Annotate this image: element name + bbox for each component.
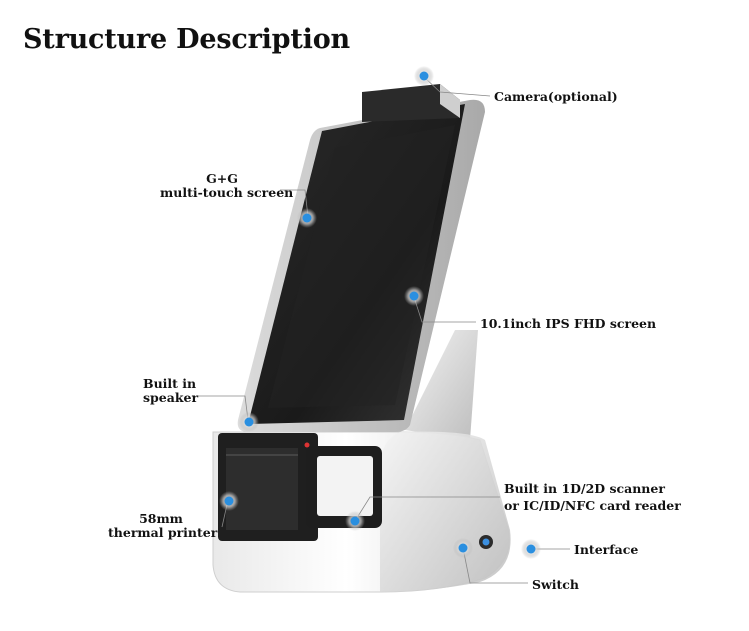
label-interface: Interface — [574, 542, 639, 557]
label-touch-line1: G+G — [206, 171, 238, 186]
leader-lines — [196, 76, 570, 584]
label-touch-line2: multi-touch screen — [160, 185, 294, 200]
label-speaker-line1: Built in — [143, 376, 197, 391]
label-printer-line2: thermal printer — [108, 525, 218, 540]
marker-scanner-icon — [345, 511, 365, 531]
label-switch: Switch — [532, 577, 580, 592]
label-printer: 58mm thermal printer — [108, 511, 218, 540]
marker-camera-icon — [414, 66, 434, 86]
stand — [405, 330, 478, 440]
printer — [218, 433, 318, 541]
label-screen: 10.1inch IPS FHD screen — [480, 316, 657, 331]
scanner — [306, 446, 382, 528]
marker-touch-icon — [297, 208, 317, 228]
camera — [362, 84, 460, 122]
label-speaker-line2: speaker — [143, 390, 199, 405]
marker-switch-icon — [453, 538, 473, 558]
marker-interface-icon — [521, 539, 541, 559]
label-scanner-line1: Built in 1D/2D scanner — [504, 481, 665, 496]
label-scanner: Built in 1D/2D scanner or IC/ID/NFC card… — [504, 482, 681, 513]
marker-speaker-icon — [239, 412, 259, 432]
label-scanner-line2: or IC/ID/NFC card reader — [504, 498, 681, 513]
screen-assembly — [237, 99, 485, 432]
page-title: Structure Description — [23, 24, 350, 55]
label-printer-line1: 58mm — [139, 511, 183, 526]
label-touch: G+G multi-touch screen — [160, 171, 294, 200]
marker-screen-icon — [404, 286, 424, 306]
marker-printer-icon — [219, 491, 239, 511]
label-speaker: Built in speaker — [143, 377, 198, 405]
label-camera: Camera(optional) — [494, 89, 618, 104]
